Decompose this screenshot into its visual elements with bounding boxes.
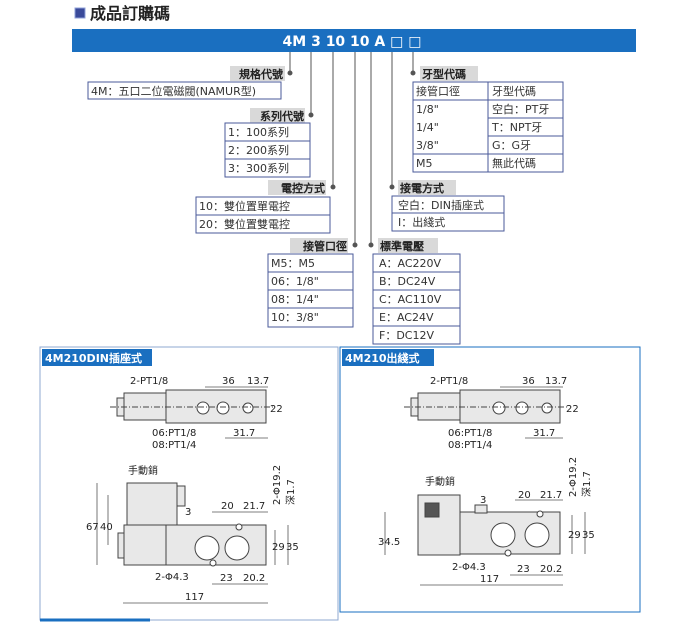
dim-label: 35 — [582, 530, 595, 541]
dim-label: 36 — [522, 376, 535, 387]
dim-label: 36 — [222, 376, 235, 387]
dim-label: 35 — [286, 542, 299, 553]
dim-label: 67 — [86, 522, 99, 533]
port-item: 10：3/8" — [271, 311, 319, 324]
page-title: 成品訂購碼 — [90, 4, 170, 23]
thread-left: 1/4" — [416, 121, 439, 134]
order-code: 4M 3 10 10 A □ □ — [283, 34, 422, 50]
dim-label: 深1.7 — [285, 479, 297, 505]
title-square-icon — [74, 7, 86, 19]
panel-din — [39, 346, 339, 621]
voltage-item: B：DC24V — [379, 275, 436, 288]
dim-label: 3 — [185, 507, 191, 518]
control-item: 20：雙位置雙電控 — [199, 217, 290, 231]
thread-header: 接管口徑 — [416, 84, 460, 98]
series-item: 3：300系列 — [228, 161, 289, 175]
dim-label: 2-Φ19.2 — [272, 465, 283, 505]
voltage-item: C：AC110V — [379, 293, 442, 306]
dim-label: 2-Φ4.3 — [155, 572, 189, 583]
thread-right: T：NPT牙 — [491, 121, 542, 134]
dim-label: 20 — [518, 490, 531, 501]
dim-label: 手動銷 — [128, 464, 158, 477]
dim-label: 3 — [480, 495, 486, 506]
voltage-item: A：AC220V — [379, 257, 442, 270]
dim-label: 23 — [517, 564, 530, 575]
voltage-item: E：AC24V — [379, 311, 434, 324]
dim-label: 34.5 — [378, 537, 400, 548]
thread-right: 空白：PT牙 — [492, 102, 549, 116]
dim-label: 117 — [480, 574, 499, 585]
dim-label: 08:PT1/4 — [152, 440, 196, 451]
dim-label: 20.2 — [243, 573, 265, 584]
dim-label: 31.7 — [233, 428, 255, 439]
dim-label: 22 — [270, 404, 283, 415]
thread-right: G：G牙 — [492, 139, 531, 152]
voltage-item: F：DC12V — [379, 329, 434, 342]
port-item: 06：1/8" — [271, 275, 319, 288]
series-item: 2：200系列 — [228, 143, 289, 157]
port-label: 接管口徑 — [303, 239, 347, 253]
dim-label: 13.7 — [545, 376, 567, 387]
dim-label: 21.7 — [540, 490, 562, 501]
dim-label: 21.7 — [243, 501, 265, 512]
front-view-drawing — [117, 482, 267, 567]
panel-title: 4M210出綫式 — [345, 351, 420, 365]
wiring-item: 空白：DIN插座式 — [398, 198, 484, 212]
spec-item: 4M：五口二位電磁閥(NAMUR型) — [91, 84, 256, 98]
thread-left: 1/8" — [416, 103, 439, 116]
dim-label: 深1.7 — [581, 471, 593, 497]
series-label: 系列代號 — [260, 109, 304, 123]
port-item: 08：1/4" — [271, 293, 319, 306]
front-view-drawing — [417, 494, 561, 557]
panel-title: 4M210DIN插座式 — [45, 351, 142, 365]
dim-label: 20.2 — [540, 564, 562, 575]
dim-label: 31.7 — [533, 428, 555, 439]
thread-left: M5 — [416, 157, 433, 170]
dim-label: 06:PT1/8 — [152, 428, 196, 439]
thread-left: 3/8" — [416, 139, 439, 152]
control-item: 10：雙位置單電控 — [199, 199, 290, 213]
dim-label: 20 — [221, 501, 234, 512]
dim-label: 117 — [185, 592, 204, 603]
dim-label: 2-Φ4.3 — [452, 562, 486, 573]
dim-label: 08:PT1/4 — [448, 440, 492, 451]
series-item: 1：100系列 — [228, 125, 289, 139]
top-view-drawing — [110, 389, 275, 424]
dim-label: 23 — [220, 573, 233, 584]
control-label: 電控方式 — [281, 181, 325, 195]
dim-label: 2-PT1/8 — [430, 376, 468, 387]
code-bar — [72, 29, 636, 52]
spec-label: 規格代號 — [239, 67, 283, 81]
dim-label: 手動銷 — [425, 475, 455, 488]
dim-label: 29 — [568, 530, 581, 541]
wiring-label: 接電方式 — [400, 181, 444, 195]
wiring-item: I：出綫式 — [398, 215, 445, 229]
thread-header: 牙型代碼 — [492, 84, 536, 98]
dim-label: 06:PT1/8 — [448, 428, 492, 439]
dim-label: 2-PT1/8 — [130, 376, 168, 387]
dim-label: 2-Φ19.2 — [568, 457, 579, 497]
panel-wire — [339, 346, 641, 613]
dim-label: 40 — [100, 522, 113, 533]
port-item: M5：M5 — [271, 257, 315, 270]
top-view-drawing — [404, 389, 569, 424]
thread-label: 牙型代碼 — [422, 67, 466, 81]
voltage-label: 標準電壓 — [380, 239, 424, 253]
dim-label: 22 — [566, 404, 579, 415]
connector-lines — [287, 52, 416, 248]
thread-right: 無此代碼 — [492, 156, 536, 170]
dim-label: 13.7 — [247, 376, 269, 387]
dim-label: 29 — [272, 542, 285, 553]
